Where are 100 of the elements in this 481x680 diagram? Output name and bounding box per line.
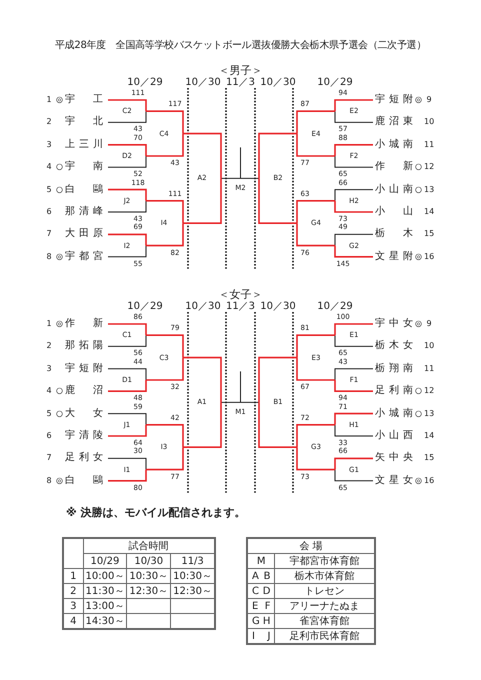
table-cell: 10:00～: [83, 568, 127, 584]
team-name: 白鷗: [65, 182, 103, 197]
bracket-line: [334, 144, 373, 156]
bracket-line: [258, 356, 297, 402]
team-name: 鹿沼東: [375, 115, 413, 130]
date-label: 10／29: [126, 301, 164, 313]
table-cell: 試合時間: [83, 538, 215, 554]
seed-mark: ◎: [414, 474, 423, 487]
bracket-line: [334, 469, 374, 482]
seed-number: 1: [45, 318, 53, 330]
seed-mark: ◎: [55, 94, 64, 106]
bracket-line: [296, 200, 335, 224]
table-cell: 2: [63, 584, 83, 598]
seed-number: 16: [424, 250, 434, 263]
bracket-line: [108, 144, 147, 156]
table-cell: 雀宮体育館: [274, 614, 375, 628]
seed-mark: ○: [414, 184, 423, 196]
team-name: 鹿沼: [65, 384, 103, 398]
table-cell: 11/3: [170, 554, 215, 568]
bracket-line: [183, 178, 222, 224]
bracket-line: [183, 356, 222, 402]
team-name: 那拓陽: [65, 339, 103, 354]
seed-number: 5: [45, 408, 53, 420]
bracket-line: [108, 245, 146, 258]
seed-mark: ○: [55, 385, 64, 398]
seed-mark: ○: [414, 385, 423, 398]
bracket-line: [334, 412, 373, 425]
bracket-line: [334, 368, 374, 380]
seed-mark: ○: [55, 408, 64, 420]
team-name: 上三川: [65, 138, 103, 152]
seed-number: 10: [424, 116, 434, 128]
team-name: 宇工: [65, 93, 103, 107]
table-cell: 11:30～: [83, 584, 127, 598]
team-name: 小城南: [375, 138, 413, 152]
team-name: 小山西: [375, 429, 413, 443]
note: ※ 決勝は、モバイル配信されます。: [66, 505, 246, 520]
seed-number: 6: [45, 430, 53, 442]
seed-mark: ○: [55, 161, 64, 174]
bracket-line: [108, 424, 147, 437]
bracket-line: [108, 413, 146, 426]
seed-number: 14: [424, 206, 434, 218]
table-cell: 3: [63, 598, 83, 614]
bracket-line: [250, 178, 260, 179]
seed-number: 14: [424, 430, 434, 442]
bracket-line: [334, 380, 373, 392]
seed-mark: ○: [414, 161, 423, 174]
team-name: 宇都宮: [65, 250, 103, 264]
bracket-line: [334, 99, 373, 112]
bracket-line: [146, 334, 184, 358]
seed-number: 7: [45, 228, 53, 240]
seed-mark: ◎: [414, 318, 423, 330]
seed-number: 3: [45, 362, 53, 375]
team-name: 矢中央: [375, 451, 413, 466]
team-name: 宇中女: [375, 317, 413, 331]
bracket-line: [334, 234, 374, 246]
section-heading: ＜女子＞: [218, 289, 264, 301]
team-name: 小山南: [375, 182, 413, 197]
team-name: 宇南: [65, 160, 103, 174]
seed-number: 15: [424, 452, 434, 464]
seed-number: 9: [425, 94, 433, 106]
seed-mark: ◎: [55, 474, 64, 487]
seed-number: 9: [425, 318, 433, 330]
seed-number: 4: [45, 161, 53, 174]
table-cell: 宇都宮市体育館: [274, 554, 375, 568]
seed-number: 16: [424, 474, 434, 487]
date-label: 10／29: [316, 301, 354, 313]
team-name: 作新: [375, 160, 413, 174]
seed-number: 7: [45, 452, 53, 464]
bracket-line: [334, 156, 374, 168]
team-name: 大田原: [65, 227, 103, 242]
bracket-line: [183, 132, 222, 178]
bracket-line: [220, 178, 230, 179]
team-name: 足利女: [65, 451, 103, 466]
table-cell: 会 場: [247, 538, 375, 554]
team-name: 宇短附: [65, 362, 103, 376]
bracket-line: [258, 132, 297, 178]
seed-mark: ○: [55, 184, 64, 196]
bracket-line: [183, 402, 222, 448]
bracket-line: [296, 424, 335, 448]
table-cell: 栃木市体育館: [274, 568, 375, 584]
seed-number: 2: [45, 116, 53, 128]
table-cell: トレセン: [274, 584, 375, 598]
bracket-line: [334, 458, 373, 470]
team-name: 大女: [65, 406, 103, 421]
seed-number: 5: [45, 184, 53, 196]
team-name: 文星女: [375, 474, 413, 488]
team-name: 足利南: [375, 384, 413, 398]
bracket-line: [108, 380, 147, 392]
seed-mark: ◎: [414, 250, 423, 263]
seed-number: 4: [45, 385, 53, 398]
seed-number: 15: [424, 228, 434, 240]
table-cell: 13:00～: [83, 598, 127, 614]
team-name: 白鷗: [65, 474, 103, 488]
seed-number: 11: [424, 362, 434, 375]
seed-mark: ◎: [55, 250, 64, 263]
date-label: 10／30: [259, 301, 297, 313]
team-name: 那清峰: [65, 205, 103, 219]
bracket-line: [108, 188, 147, 201]
table-cell: A B: [247, 568, 275, 584]
date-label: 10／29: [316, 77, 354, 89]
